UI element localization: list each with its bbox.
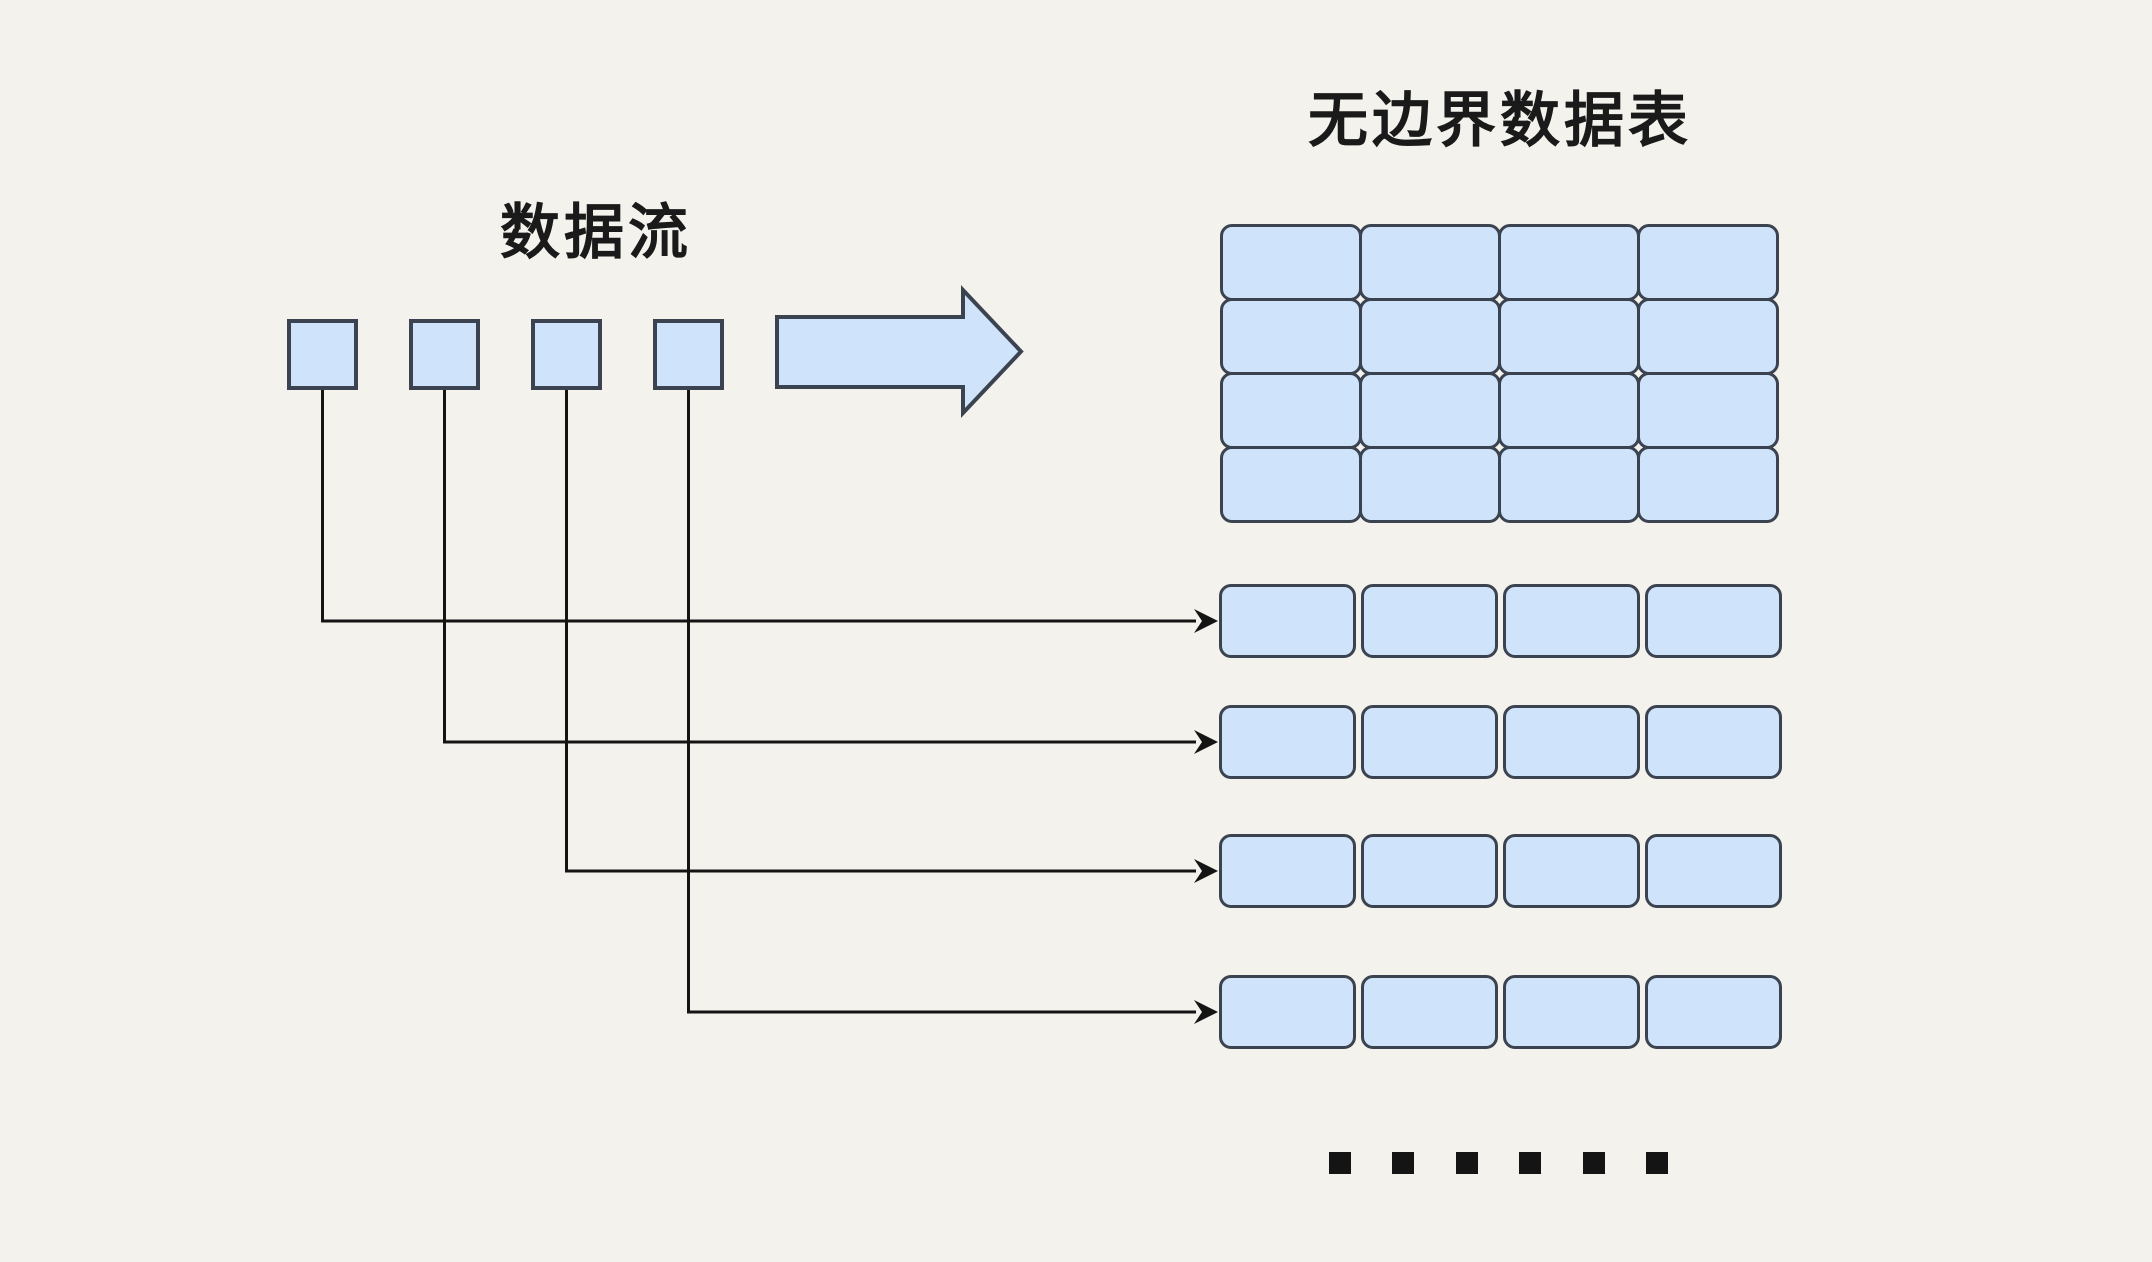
stream-square — [531, 319, 602, 390]
arrowhead-icon — [1194, 1000, 1218, 1024]
appended-row-cell — [1219, 975, 1356, 1049]
arrowhead-icon — [1194, 859, 1218, 883]
connector-line — [443, 390, 1196, 744]
arrowhead-icon — [1194, 609, 1218, 633]
ellipsis-dot — [1646, 1152, 1668, 1174]
grid-cell — [1359, 224, 1501, 301]
appended-row-cell — [1503, 834, 1640, 908]
grid-cell — [1498, 298, 1640, 375]
ellipsis-dot — [1329, 1152, 1351, 1174]
grid-cell — [1637, 446, 1779, 523]
ellipsis-dot — [1583, 1152, 1605, 1174]
appended-row-cell — [1503, 975, 1640, 1049]
connector-line — [321, 390, 1196, 623]
connector-line — [565, 390, 1196, 873]
grid-cell — [1498, 446, 1640, 523]
grid-cell — [1220, 224, 1362, 301]
appended-row-cell — [1503, 705, 1640, 779]
ellipsis-dot — [1456, 1152, 1478, 1174]
ellipsis-dot — [1519, 1152, 1541, 1174]
appended-row-cell — [1219, 705, 1356, 779]
appended-row-cell — [1503, 584, 1640, 658]
unbounded-table-title: 无边界数据表 — [1308, 87, 1692, 154]
connector-line — [687, 390, 1196, 1014]
appended-row-cell — [1219, 584, 1356, 658]
appended-row-cell — [1361, 705, 1498, 779]
grid-cell — [1220, 446, 1362, 523]
appended-row-cell — [1645, 584, 1782, 658]
flow-arrow-icon — [775, 284, 1024, 419]
stream-square — [653, 319, 724, 390]
appended-row-cell — [1361, 975, 1498, 1049]
grid-cell — [1637, 372, 1779, 449]
grid-cell — [1498, 224, 1640, 301]
appended-row-cell — [1361, 834, 1498, 908]
arrowhead-icon — [1194, 730, 1218, 754]
appended-row-cell — [1645, 705, 1782, 779]
stream-square — [409, 319, 480, 390]
appended-row-cell — [1645, 834, 1782, 908]
stream-title: 数据流 — [500, 199, 692, 266]
grid-cell — [1359, 446, 1501, 523]
stream-square — [287, 319, 358, 390]
ellipsis-dot — [1392, 1152, 1414, 1174]
appended-row-cell — [1219, 834, 1356, 908]
appended-row-cell — [1645, 975, 1782, 1049]
appended-row-cell — [1361, 584, 1498, 658]
